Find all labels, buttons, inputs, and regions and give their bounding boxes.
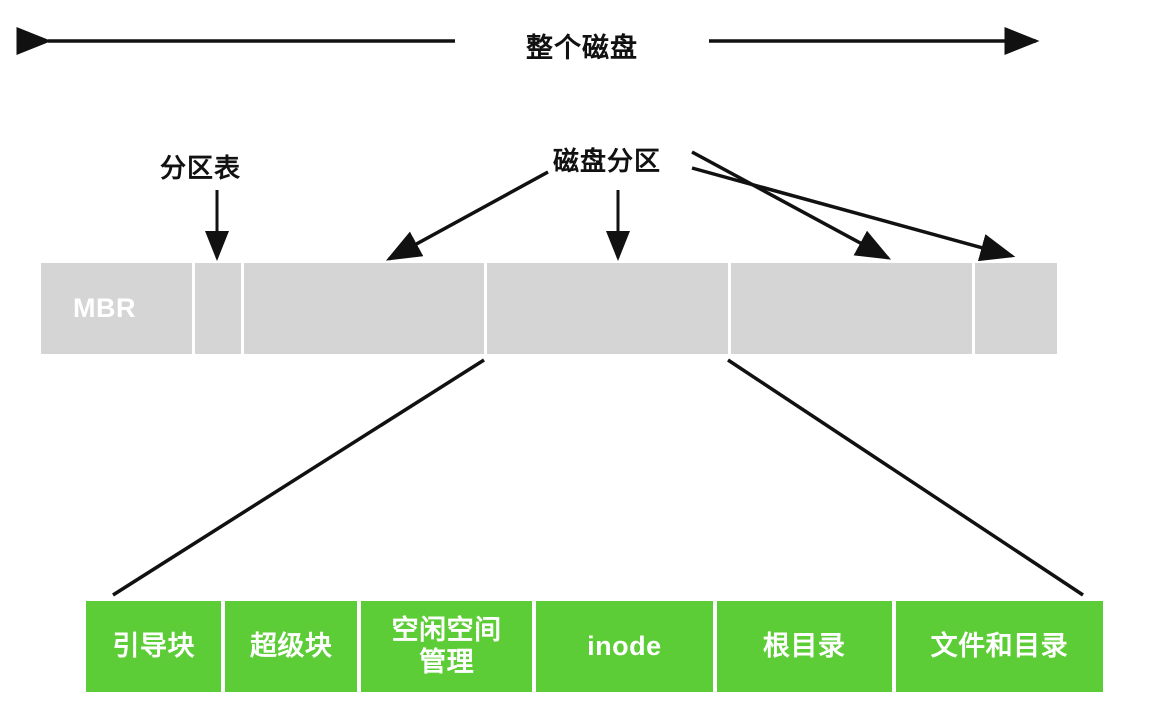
filesystem-block-label: 文件和目录: [931, 631, 1069, 662]
disk-segment: [194, 263, 241, 354]
disk-segment: [974, 263, 1057, 354]
disk-partition-arrow-left: [385, 170, 549, 261]
disk-segment: [730, 263, 972, 354]
whole-disk-label: 整个磁盘: [526, 33, 638, 63]
disk-segment-mbr: MBR: [41, 263, 192, 354]
disk-segment: [487, 263, 728, 354]
filesystem-block-label: 空闲空间管理: [392, 615, 502, 677]
filesystem-block-label-line: 文件和目录: [930, 630, 1069, 661]
disk-partition-arrow-right-outer: [691, 166, 1016, 262]
filesystem-block-label-line: 管理: [419, 646, 475, 677]
filesystem-block-label: inode: [587, 631, 662, 662]
disk-partition-label-backdrop: [550, 139, 690, 175]
filesystem-block-label-line: 空闲空间: [391, 615, 502, 646]
filesystem-block: 根目录: [716, 601, 892, 692]
partition-table-label: 分区表: [160, 153, 242, 183]
filesystem-block: 文件和目录: [895, 601, 1103, 692]
disk-bar: MBR: [41, 263, 1057, 354]
disk-segment: [243, 263, 485, 354]
filesystem-block: 空闲空间管理: [360, 601, 533, 692]
filesystem-block-label: 根目录: [763, 631, 846, 662]
filesystem-block: 超级块: [225, 601, 357, 692]
filesystem-block: 引导块: [86, 601, 222, 692]
filesystem-block: inode: [536, 601, 713, 692]
filesystem-bar: 引导块 超级块 空闲空间管理 inode 根目录 文件和目录: [86, 601, 1103, 692]
filesystem-block-label-line: 根目录: [762, 630, 846, 661]
partition-zoom-connector-left: [112, 358, 485, 597]
filesystem-block-label: 超级块: [250, 631, 333, 662]
filesystem-block-label-line: 超级块: [249, 630, 333, 661]
disk-partition-label: 磁盘分区: [553, 146, 662, 176]
filesystem-block-label-line: inode: [587, 630, 662, 661]
filesystem-block-label-line: 引导块: [112, 630, 195, 661]
filesystem-block-label: 引导块: [112, 631, 195, 662]
whole-disk-label-backdrop: [455, 24, 709, 60]
disk-partition-arrow-right-inner: [691, 150, 892, 260]
partition-zoom-connector-right: [727, 358, 1084, 597]
